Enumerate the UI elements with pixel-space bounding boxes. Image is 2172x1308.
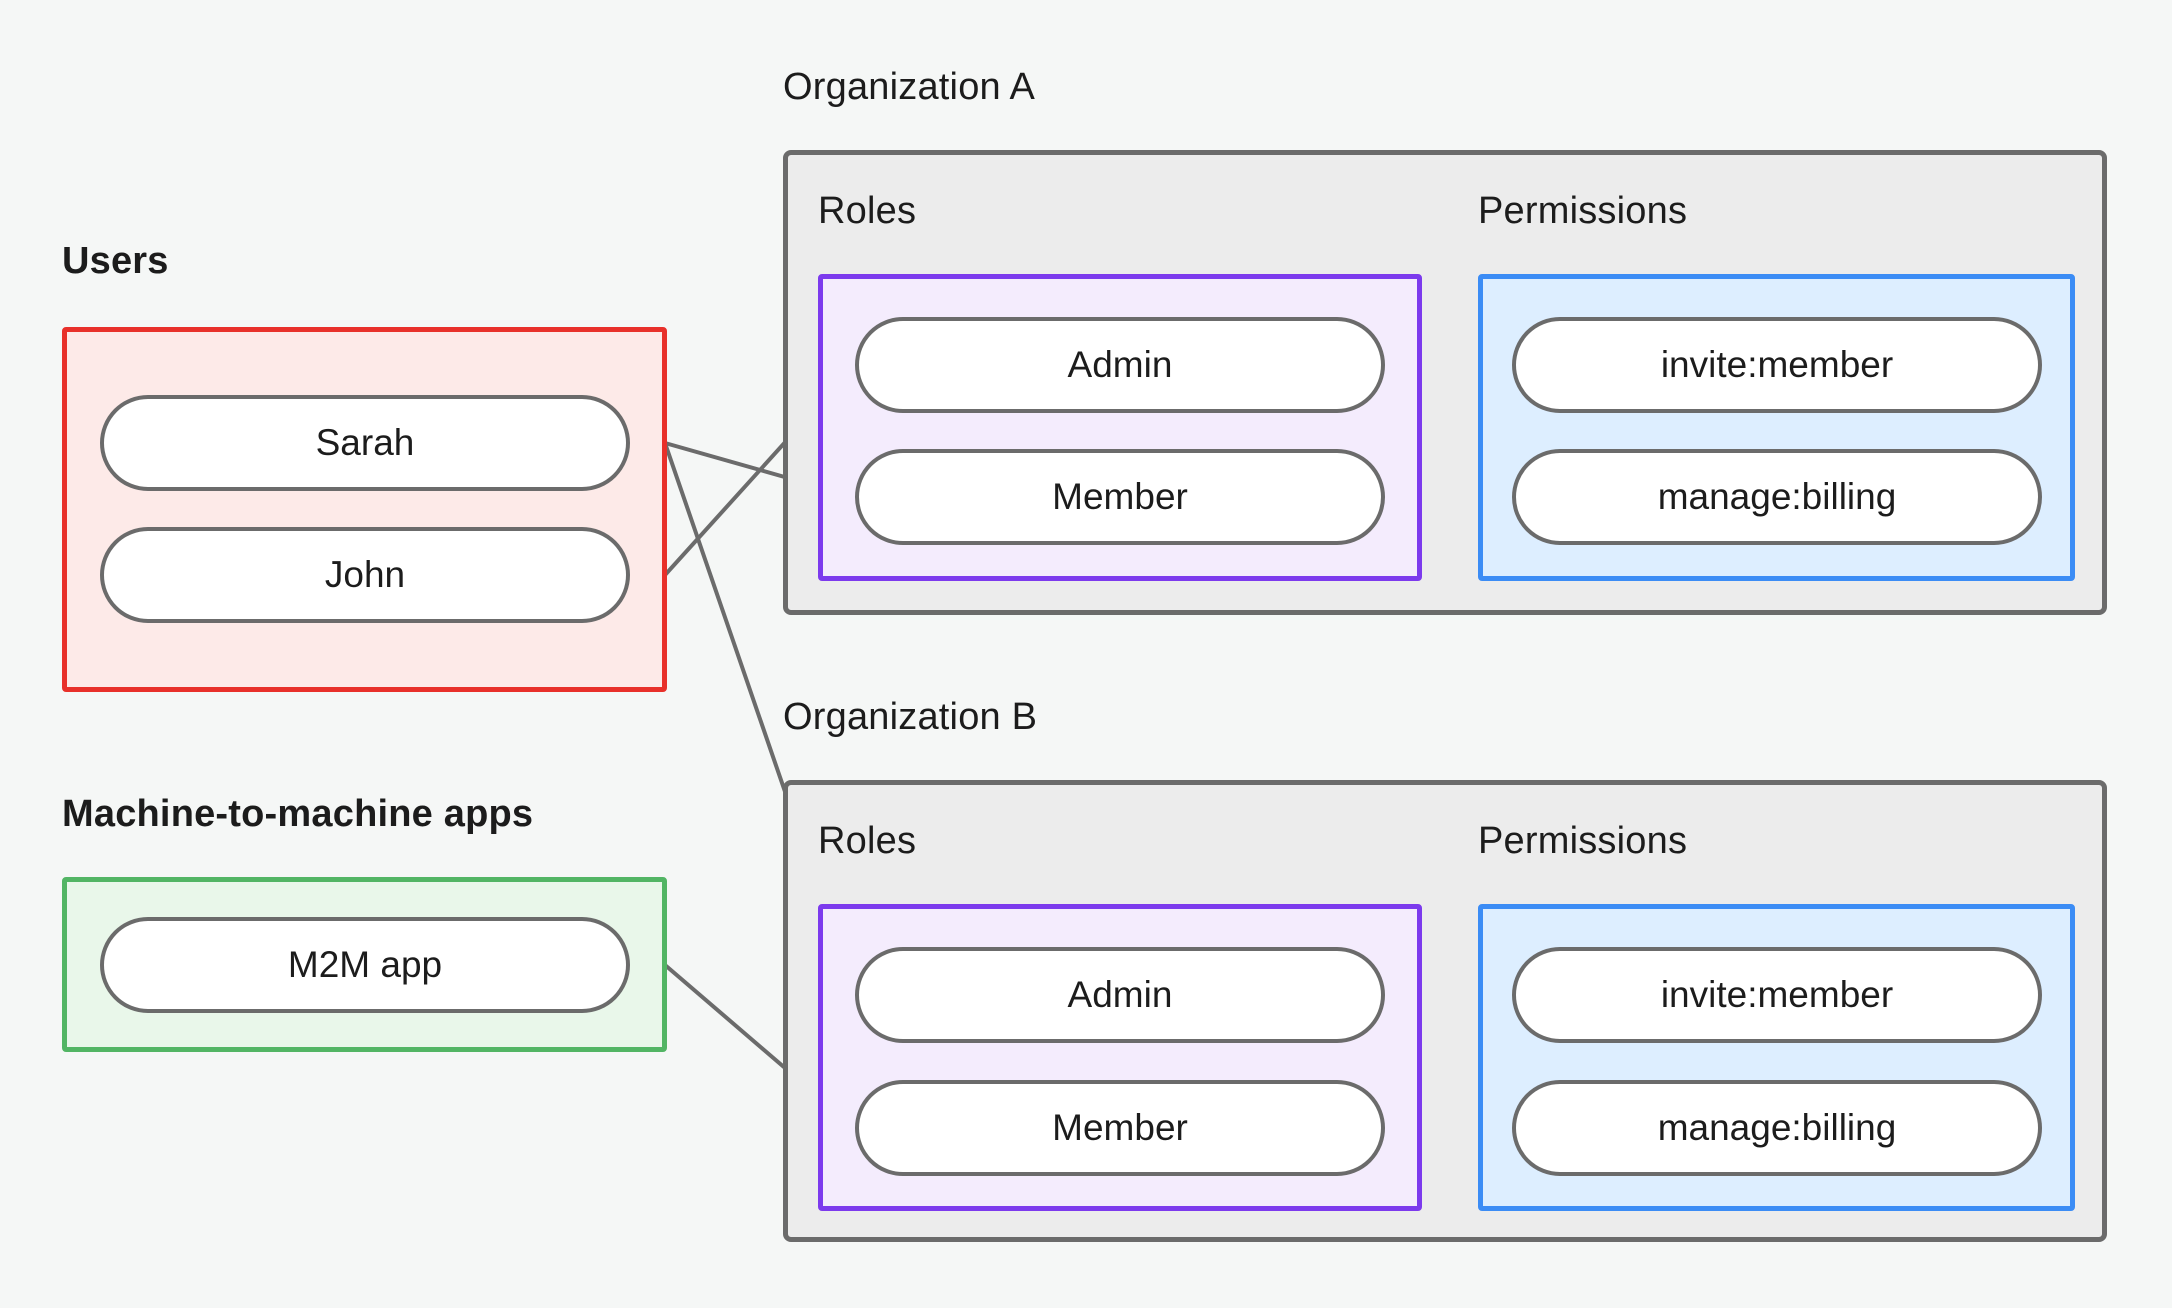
node-org-a-invite-member[interactable]: invite:member (1512, 317, 2042, 413)
org-b-permissions-label: Permissions (1478, 820, 1688, 862)
node-org-a-member[interactable]: Member (855, 449, 1385, 545)
node-org-b-invite-member[interactable]: invite:member (1512, 947, 2042, 1043)
users-group-box (62, 327, 667, 692)
org-a-roles-label: Roles (818, 190, 917, 232)
node-org-a-admin[interactable]: Admin (855, 317, 1385, 413)
node-sarah[interactable]: Sarah (100, 395, 630, 491)
node-john[interactable]: John (100, 527, 630, 623)
node-org-b-manage-billing[interactable]: manage:billing (1512, 1080, 2042, 1176)
node-m2m-app[interactable]: M2M app (100, 917, 630, 1013)
org-a-title: Organization A (783, 66, 1036, 108)
node-org-b-member[interactable]: Member (855, 1080, 1385, 1176)
users-group-title: Users (62, 240, 169, 282)
org-a-permissions-label: Permissions (1478, 190, 1688, 232)
m2m-group-title: Machine-to-machine apps (62, 793, 534, 835)
node-org-a-manage-billing[interactable]: manage:billing (1512, 449, 2042, 545)
org-b-title: Organization B (783, 696, 1038, 738)
node-org-b-admin[interactable]: Admin (855, 947, 1385, 1043)
org-b-roles-label: Roles (818, 820, 917, 862)
